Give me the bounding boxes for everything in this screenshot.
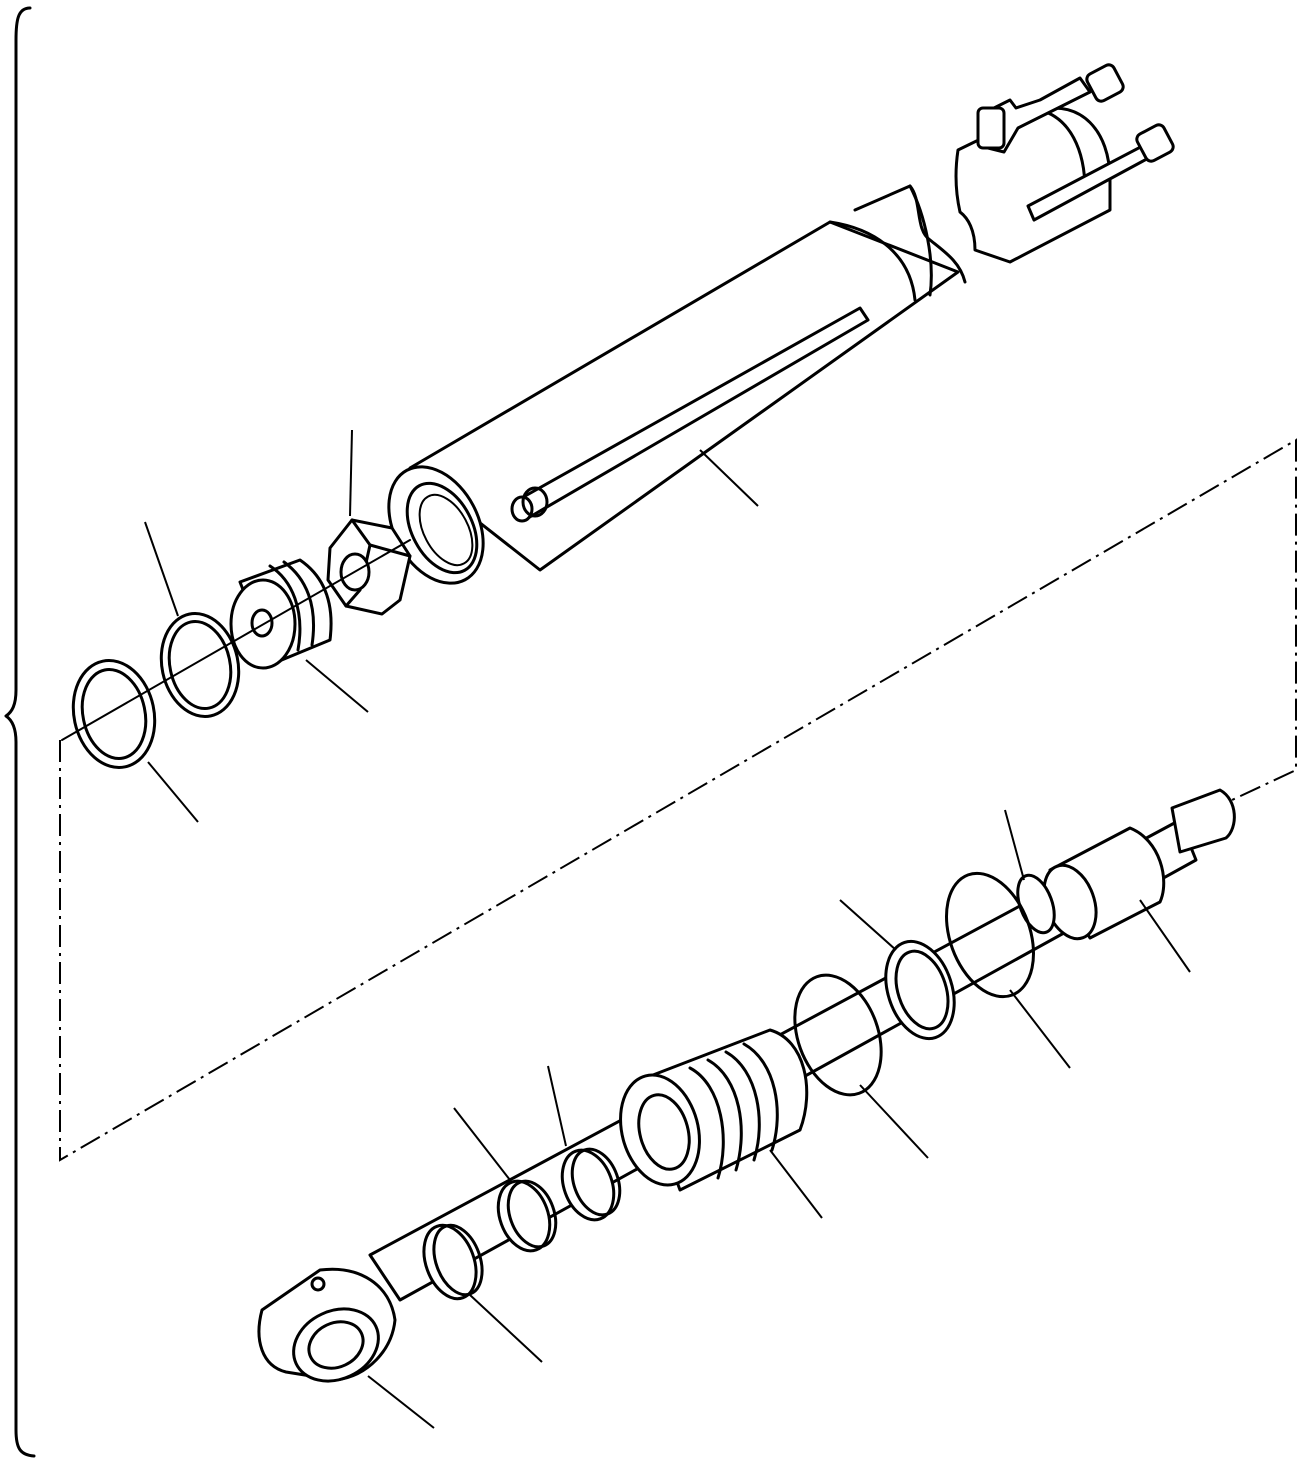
assembly-centerline xyxy=(59,438,1297,1162)
backup-ring xyxy=(884,939,956,1041)
piston-nut xyxy=(326,518,412,616)
callout-leader xyxy=(147,761,199,823)
rod-piston-head xyxy=(619,1028,809,1192)
axis-line xyxy=(61,539,411,741)
piston-ring-2 xyxy=(71,659,157,769)
callout-leader xyxy=(859,1084,929,1159)
callout-leader xyxy=(305,659,369,713)
callout-leader xyxy=(367,1375,435,1429)
rod-collar-2 xyxy=(496,1179,558,1253)
o-ring-large xyxy=(945,871,1035,999)
callout-leader xyxy=(699,449,759,507)
rod-collar-3 xyxy=(422,1223,484,1301)
o-ring-medium xyxy=(793,973,883,1097)
callout-leader xyxy=(1004,809,1025,881)
rod-collar-1 xyxy=(560,1147,622,1222)
group-brace xyxy=(4,6,36,1458)
callout-leader xyxy=(1139,899,1191,973)
callout-leader xyxy=(1009,989,1071,1069)
callout-leader xyxy=(547,1065,567,1147)
piston-ring-1 xyxy=(159,612,241,718)
callout-leader xyxy=(469,1294,543,1363)
callout-leader xyxy=(453,1107,511,1181)
cylinder-bottom-head xyxy=(954,63,1175,264)
callout-leader xyxy=(839,899,897,951)
callout-leader xyxy=(769,1149,823,1219)
callout-leader xyxy=(349,429,353,517)
callout-leader xyxy=(144,521,179,617)
cylinder-tube xyxy=(387,184,967,585)
